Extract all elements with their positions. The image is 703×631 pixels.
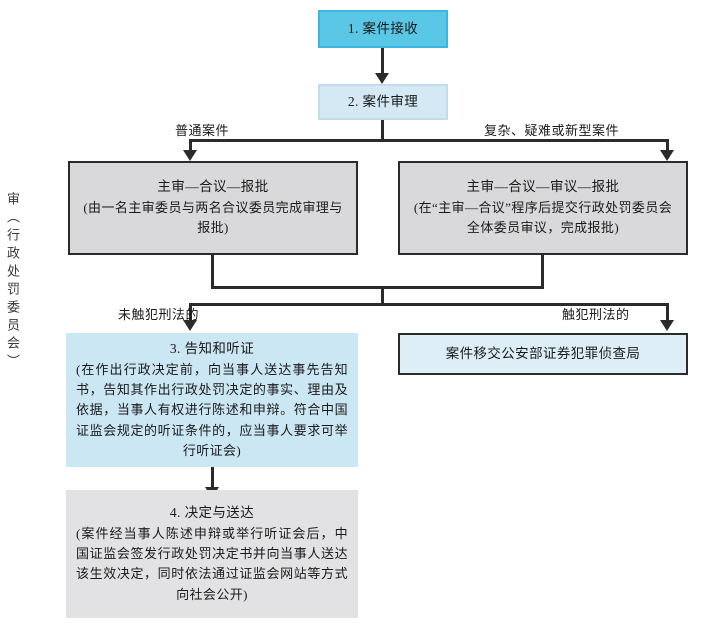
edge-label-complex-case: 复杂、疑难或新型案件 [484,123,620,138]
node-ordinary-procedure-title: 主审—合议—报批 [157,179,269,195]
connector-to-transfer [666,303,669,324]
node-case-review[interactable]: 2. 案件审理 [318,84,448,120]
arrowhead-reception-to-review [375,73,389,84]
connector-merge-stem [381,286,384,306]
node-complex-procedure-detail: (在“主审—合议”程序后提交行政处罚委员会全体委员审议，完成报批) [413,200,673,236]
node-decision-and-delivery[interactable]: 4. 决定与送达 (案件经当事人陈述申辩或举行听证会后，中国证监会签发行政处罚决… [66,490,358,618]
connector-second-split-bar [190,303,668,306]
connector-merge-bar [211,286,544,289]
connector-to-complex [666,139,669,155]
connector-review-stem [381,120,384,142]
node-case-reception-title: 1. 案件接收 [347,20,419,36]
connector-review-split-bar [190,139,668,142]
edge-label-ordinary-case: 普通案件 [175,123,230,138]
node-decision-and-delivery-title: 4. 决定与送达 [169,505,255,521]
edge-label-crime: 触犯刑法的 [562,307,630,322]
connector-reception-to-review [381,48,384,75]
node-transfer-to-police[interactable]: 案件移交公安部证券犯罪侦查局 [398,333,688,375]
connector-ordinary-down [211,255,214,289]
node-complex-procedure[interactable]: 主审—合议—审议—报批 (在“主审—合议”程序后提交行政处罚委员会全体委员审议，… [398,161,688,255]
node-ordinary-procedure-detail: (由一名主审委员与两名合议委员完成审理与报批) [83,200,343,236]
node-transfer-to-police-title: 案件移交公安部证券犯罪侦查局 [445,345,641,361]
node-notice-and-hearing-detail: (在作出行政决定前，向当事人送达事先告知书，告知其作出行政处罚决定的事实、理由及… [76,362,348,458]
arrowhead-to-notice [183,320,197,331]
arrowhead-to-ordinary [183,150,197,161]
node-decision-and-delivery-detail: (案件经当事人陈述申辩或举行听证会后，中国证监会签发行政处罚决定书并向当事人送达… [76,526,348,602]
node-ordinary-procedure[interactable]: 主审—合议—报批 (由一名主审委员与两名合议委员完成审理与报批) [68,161,358,255]
connector-notice-to-decision [211,467,214,493]
node-notice-and-hearing-title: 3. 告知和听证 [169,341,255,357]
arrowhead-to-complex [660,150,674,161]
node-case-review-title: 2. 案件审理 [347,93,419,109]
node-notice-and-hearing[interactable]: 3. 告知和听证 (在作出行政决定前，向当事人送达事先告知书，告知其作出行政处罚… [66,333,358,467]
node-complex-procedure-title: 主审—合议—审议—报批 [466,179,620,195]
connector-complex-down [541,255,544,289]
node-case-reception[interactable]: 1. 案件接收 [318,10,448,48]
arrowhead-to-transfer [660,320,674,331]
edge-label-no-crime: 未触犯刑法的 [118,307,200,322]
side-label-review-stage: 审（行政处罚委员会） [5,192,20,372]
connector-to-ordinary [189,139,192,155]
connector-to-notice [189,303,192,324]
